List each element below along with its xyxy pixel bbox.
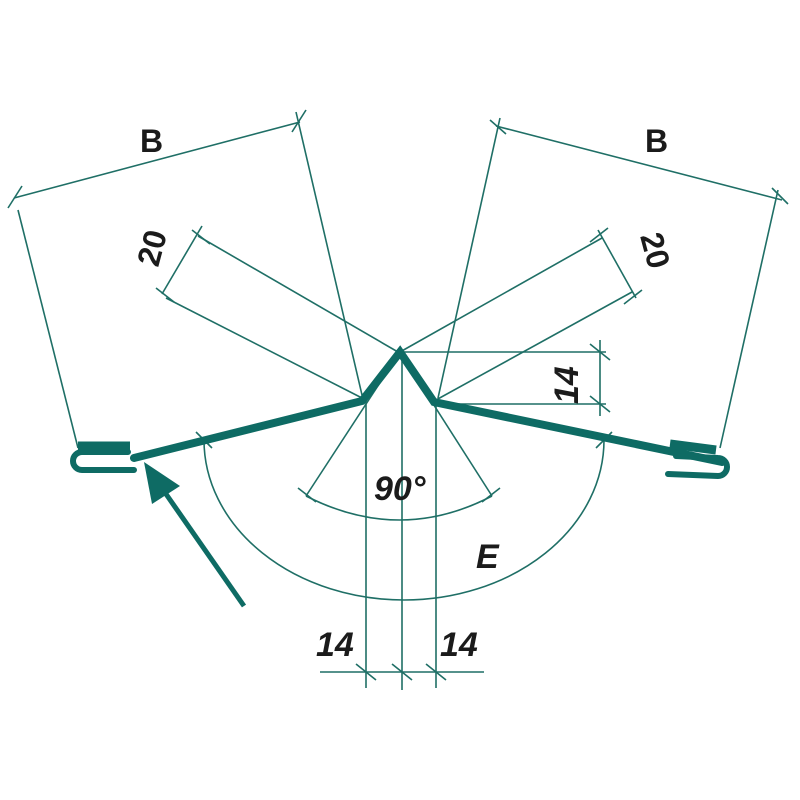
label-14-height: 14: [548, 366, 586, 404]
dimension-14-bottom: [320, 352, 484, 690]
dimension-20-left: [155, 225, 399, 399]
label-e: E: [476, 538, 500, 576]
left-hem: [70, 449, 137, 473]
dimension-14-height: [404, 340, 611, 416]
ridge-profile: [70, 345, 730, 480]
developed-width-e: [195, 431, 613, 601]
label-20-left: 20: [130, 226, 174, 270]
label-b-left: B: [140, 123, 163, 159]
right-hem: [665, 453, 730, 480]
label-14-left: 14: [316, 626, 354, 664]
right-hem-bar: [669, 439, 717, 455]
dimension-20-right: [399, 227, 643, 401]
dimension-b-left: [7, 109, 363, 449]
label-b-right: B: [645, 123, 668, 159]
label-14-right: 14: [440, 626, 478, 664]
pointer-arrow: [144, 462, 247, 608]
label-20-right: 20: [633, 228, 677, 272]
dimension-b-right: [437, 117, 789, 449]
label-angle: 90°: [374, 470, 426, 508]
